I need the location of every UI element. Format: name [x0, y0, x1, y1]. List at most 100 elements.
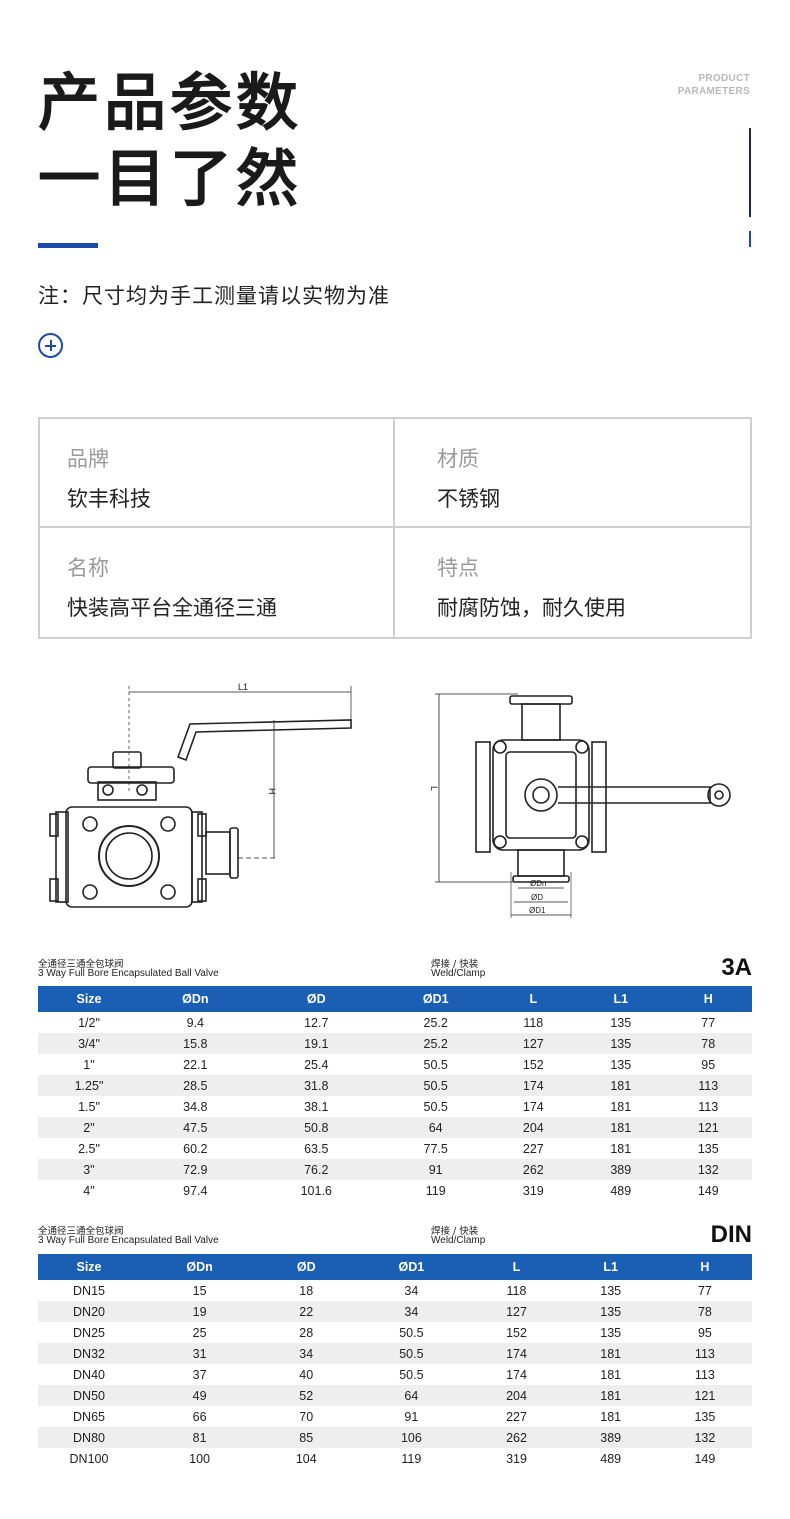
table-cell: 50.5 — [381, 1096, 490, 1117]
table-cell: 135 — [577, 1054, 665, 1075]
plus-circle-icon[interactable] — [38, 333, 63, 358]
table-cell: 135 — [577, 1012, 665, 1033]
table-cell: 31 — [140, 1343, 260, 1364]
table-cell: 101.6 — [250, 1180, 382, 1201]
column-header: L1 — [563, 1254, 658, 1280]
table-cell: 135 — [664, 1138, 752, 1159]
property-brand: 品牌 钦丰科技 — [40, 419, 395, 528]
table-cell: 25 — [140, 1322, 260, 1343]
table-cell: 119 — [381, 1180, 490, 1201]
table-cell: 174 — [489, 1096, 578, 1117]
table-cell: DN80 — [38, 1427, 140, 1448]
table-cell: 76.2 — [250, 1159, 382, 1180]
table-cell: 95 — [664, 1054, 752, 1075]
table-cell: DN25 — [38, 1322, 140, 1343]
dim-label-h: H — [267, 788, 277, 795]
table-cell: 135 — [563, 1322, 658, 1343]
table-cell: 100 — [140, 1448, 260, 1469]
table-cell: 204 — [489, 1117, 578, 1138]
table-cell: 181 — [577, 1117, 665, 1138]
table-cell: 227 — [489, 1138, 578, 1159]
table-title-cn: 全通径三通全包球阀 — [38, 1226, 124, 1237]
table-cell: DN20 — [38, 1301, 140, 1322]
table-cell: 113 — [664, 1096, 752, 1117]
front-view-drawing — [49, 686, 352, 908]
table-cell: DN40 — [38, 1364, 140, 1385]
table-connection-cn: 焊接 / 快装 — [431, 1226, 479, 1237]
table-cell: 50.5 — [353, 1322, 470, 1343]
table-cell: 50.5 — [353, 1364, 470, 1385]
table-cell: 81 — [140, 1427, 260, 1448]
table-cell: 319 — [469, 1448, 564, 1469]
table-cell: 34 — [353, 1301, 470, 1322]
table-cell: 50.5 — [353, 1343, 470, 1364]
table-cell: 181 — [577, 1138, 665, 1159]
subtitle-en-line1: PRODUCT — [698, 73, 750, 84]
table-cell: 9.4 — [140, 1012, 251, 1033]
table-cell: 174 — [469, 1364, 564, 1385]
column-header: L — [469, 1254, 564, 1280]
table-cell: 127 — [489, 1033, 578, 1054]
table-cell: 118 — [489, 1012, 578, 1033]
table-din-heading: 全通径三通全包球阀 3 Way Full Bore Encapsulated B… — [38, 1221, 752, 1253]
dim-label-odn: ØDn — [530, 879, 546, 888]
column-header: ØD1 — [381, 986, 490, 1012]
table-cell: 28.5 — [140, 1075, 251, 1096]
table-cell: 135 — [563, 1301, 658, 1322]
table-cell: 34 — [353, 1280, 470, 1301]
decor-vertical-accent — [749, 231, 751, 247]
table-cell: 181 — [563, 1406, 658, 1427]
table-cell: 181 — [577, 1096, 665, 1117]
table-cell: 72.9 — [140, 1159, 251, 1180]
column-header: H — [664, 986, 752, 1012]
table-cell: 489 — [577, 1180, 665, 1201]
column-header: Size — [38, 986, 140, 1012]
table-cell: 149 — [664, 1180, 752, 1201]
table-cell: 181 — [563, 1343, 658, 1364]
table-cell: DN50 — [38, 1385, 140, 1406]
table-cell: 119 — [353, 1448, 470, 1469]
table-cell: 34.8 — [140, 1096, 251, 1117]
subtitle-en-line2: PARAMETERS — [677, 86, 750, 97]
valve-drawings: L1 H L ØDn ØD ØD1 — [49, 682, 731, 918]
table-cell: 1/2" — [38, 1012, 140, 1033]
table-cell: 3/4" — [38, 1033, 140, 1054]
table-cell: DN100 — [38, 1448, 140, 1469]
column-header: ØD — [250, 986, 382, 1012]
table-cell: 1.5" — [38, 1096, 140, 1117]
table-cell: 3" — [38, 1159, 140, 1180]
table-cell: 1" — [38, 1054, 140, 1075]
subtitle-en: PRODUCT PARAMETERS — [678, 72, 750, 98]
table-cell: 78 — [657, 1301, 752, 1322]
page-title-line2: 一目了然 — [38, 142, 303, 215]
table-cell: DN32 — [38, 1343, 140, 1364]
table-cell: 204 — [469, 1385, 564, 1406]
table-title-en: 3 Way Full Bore Encapsulated Ball Valve — [38, 968, 219, 979]
table-cell: 121 — [657, 1385, 752, 1406]
table-cell: 132 — [657, 1427, 752, 1448]
table-cell: 113 — [657, 1343, 752, 1364]
table-cell: 77 — [657, 1280, 752, 1301]
table-cell: 28 — [259, 1322, 354, 1343]
title-underline — [38, 243, 98, 248]
table-cell: 66 — [140, 1406, 260, 1427]
table-cell: 49 — [140, 1385, 260, 1406]
table-title-en: 3 Way Full Bore Encapsulated Ball Valve — [38, 1235, 219, 1246]
table-cell: 389 — [577, 1159, 665, 1180]
dim-label-l1: L1 — [238, 682, 248, 692]
property-value: 钦丰科技 — [67, 487, 151, 511]
property-value: 不锈钢 — [437, 487, 500, 511]
